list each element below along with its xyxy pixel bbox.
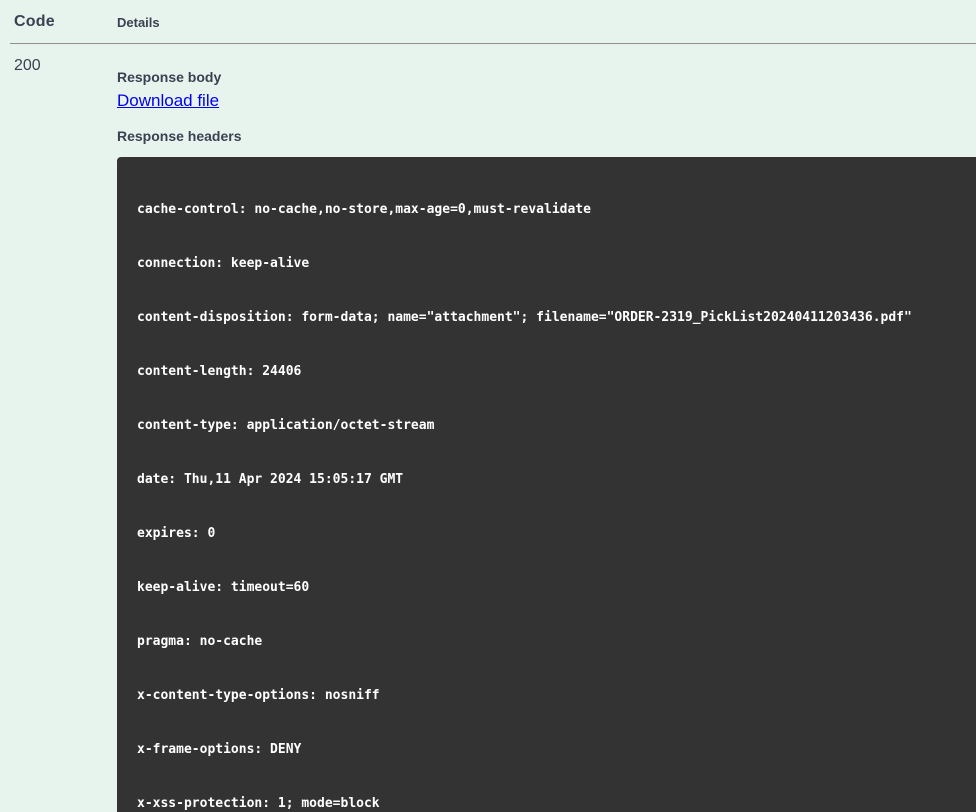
response-header-line: pragma: no-cache (137, 634, 263, 649)
response-row-200: 200 Response body Download file Response… (0, 44, 976, 812)
response-headers-label: Response headers (117, 128, 242, 144)
response-header-line: x-content-type-options: nosniff (137, 688, 380, 703)
response-header-line: x-frame-options: DENY (137, 742, 302, 757)
download-file-link[interactable]: Download file (117, 91, 220, 110)
response-header-line: cache-control: no-cache,no-store,max-age… (137, 202, 591, 217)
response-status-code: 200 (14, 57, 41, 74)
response-header-line: date: Thu,11 Apr 2024 15:05:17 GMT (137, 472, 404, 487)
response-headers-block: cache-control: no-cache,no-store,max-age… (117, 157, 976, 812)
response-header-line: connection: keep-alive (137, 256, 310, 271)
response-details-cell: Response body Download file Response hea… (117, 57, 976, 812)
response-header-line: content-type: application/octet-stream (137, 418, 435, 433)
responses-table-header: Code Details (0, 0, 976, 44)
response-header-line: content-length: 24406 (137, 364, 302, 379)
response-header-line: x-xss-protection: 1; mode=block (137, 796, 380, 811)
code-column-header: Code (14, 13, 55, 30)
response-body-label: Response body (117, 69, 222, 85)
details-column-header: Details (117, 15, 160, 30)
response-header-line: keep-alive: timeout=60 (137, 580, 310, 595)
response-header-line: content-disposition: form-data; name="at… (137, 310, 912, 325)
response-header-line: expires: 0 (137, 526, 216, 541)
